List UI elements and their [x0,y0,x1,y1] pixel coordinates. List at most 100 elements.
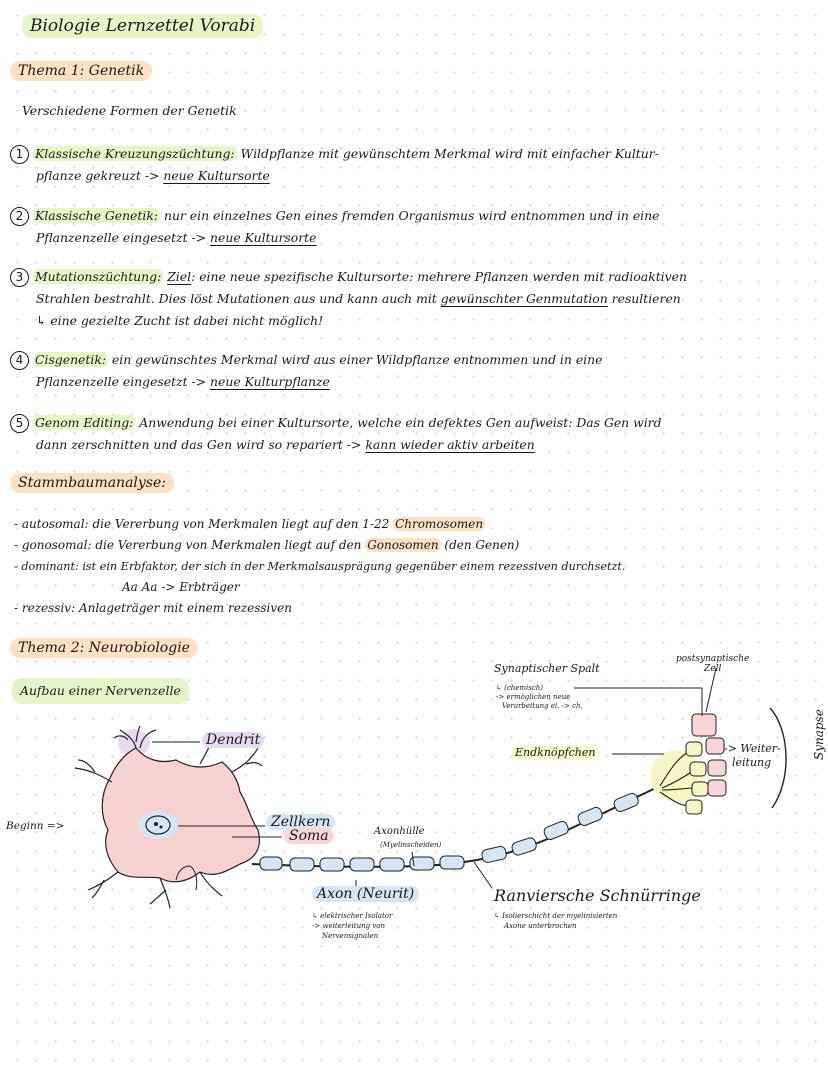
dendrite-branch [199,871,223,897]
item-result: neue Kultursorte [163,168,270,183]
spalt-note-2: -> ermöglichen neue [496,693,571,701]
myelin-segment [481,846,507,863]
axon-note-2: -> weiterleitung von [312,922,385,930]
myelin-segment [289,857,315,872]
item-term: Klassische Kreuzungszüchtung: [33,146,237,161]
label-axonhuelle-note: (Myelinscheiden) [380,841,442,849]
gonosomal-end: (den Genen) [444,538,520,552]
label-axon: Axon (Neurit) [312,886,420,902]
term-dominant: - dominant: [14,560,79,573]
dendrite-branch [231,747,263,773]
item-term: Cisgenetik: [33,352,109,367]
dendrite-branch [113,725,157,749]
item-text: ein gewünschtes Merkmal wird aus einer W… [111,352,603,367]
myelin-segment [409,856,435,871]
item-result: neue Kulturpflanze [210,374,330,389]
dendrite-branch [149,877,171,909]
label-zellkern: Zellkern [266,814,336,830]
zellkern-highlight [138,811,178,839]
weiterleitung-line2: leitung [732,756,772,769]
item-text: Pflanzenzelle eingesetzt -> [36,374,207,389]
term-gonosomal: - gonosomal: [14,538,92,552]
number-badge: 3 [10,268,29,287]
myelin-segment [613,792,639,812]
dominant-text: ist ein Erbfaktor, der sich in der Merkm… [82,560,626,573]
stammbaum-list: - autosomal: die Vererbung von Merkmalen… [14,514,625,619]
myelin-segment [349,857,375,872]
myelin-segment [259,856,283,871]
postsynaptic-cell [707,759,727,777]
dendrite-branch [74,759,113,783]
term-rezessiv: - rezessiv: [14,601,76,615]
neuron-diagram [74,667,787,909]
postsynaptisch-line1: postsynaptische [676,654,750,664]
ranvier-note-1: ↳ Isolierschicht der myelinisierten [494,912,618,920]
myelin-segment [543,820,569,840]
label-endknoepfchen: Endknöpfchen [512,746,599,759]
item-note: ↳ eine gezielte Zucht ist dabei nicht mö… [36,313,324,328]
postsynaptic-cell [707,779,727,797]
soma-body [101,747,261,883]
gonosomal-text: die Vererbung von Merkmalen liegt auf de… [95,538,362,552]
postsynaptisch-line2: Zell [703,664,722,674]
postsynaptic-cell [705,737,725,755]
list-item-1: 1 Klassische Kreuzungszüchtung: Wildpflan… [10,143,810,187]
label-beginn: Beginn => [6,820,65,832]
topic1-heading: Thema 1: Genetik [10,61,153,81]
myelin-segment [511,837,537,856]
mark-gonosomen: Gonosomen [365,538,441,552]
item-term: Klassische Genetik: [33,208,161,223]
topic2-heading: Thema 2: Neurobiologie [10,638,198,658]
number-badge: 2 [10,207,29,226]
label-dendrit: Dendrit [202,732,265,748]
label-soma: Soma [284,828,334,844]
label-spalt: Synaptischer Spalt [494,662,600,675]
page-title: Biologie Lernzettel Vorabi [22,14,264,38]
mark-chromosomen: Chromosomen [393,517,486,531]
number-badge: 4 [10,351,29,370]
stammbaum-heading: Stammbaumanalyse: [10,473,174,493]
item-text: Anwendung bei einer Kultursorte, welche … [139,415,662,430]
rezessiv-text: Anlageträger mit einem rezessiven [78,601,292,615]
myelin-segment [439,855,465,870]
terminal-buttons [685,741,709,815]
item-text: Wildpflanze mit gewünschtem Merkmal wird… [240,146,659,161]
postsynaptic-cells [691,713,727,797]
list-item-2: 2 Klassische Genetik: nur ein einzelnes G… [10,205,810,249]
zellkern-shape [145,815,171,835]
synapse-bracket [769,707,787,809]
dendrite-branch [175,865,198,891]
number-badge: 1 [10,145,29,164]
list-item-4: 4 Cisgenetik: ein gewünschtes Merkmal wir… [10,349,810,393]
item-goal: Ziel [167,269,192,284]
item-term: Mutationszüchtung: [33,269,164,284]
term-autosomal: - autosomal: [14,517,89,531]
weiterleitung-line1: -> Weiter- [724,742,781,755]
list-item-3: 3 Mutationszüchtung: Ziel: eine neue spez… [10,266,810,332]
item-text: nur ein einzelnes Gen eines fremden Orga… [163,208,660,223]
label-postsynaptisch: postsynaptische Zell [676,654,749,674]
autosomal-text: die Vererbung von Merkmalen liegt auf de… [92,517,390,531]
topic2-subheading: Aufbau einer Nervenzelle [12,678,189,704]
endknoepfchen-highlight [650,750,702,802]
terminal-button [685,799,703,815]
axon-note-1: ↳ elektrischer Isolator [312,912,393,920]
postsynaptic-cell [691,713,717,737]
item-text: : eine neue spezifische Kultursorte: meh… [191,269,687,284]
myelin-sheaths [259,792,639,872]
item-text: Pflanzenzelle eingesetzt -> [36,230,207,245]
item-text: dann zerschnitten und das Gen wird so re… [36,437,362,452]
item-text: resultieren [611,291,681,306]
label-ranvier: Ranviersche Schnürringe [494,886,701,905]
terminal-button [685,741,703,757]
item-result: gewünschter Genmutation [440,291,608,306]
label-axonhuelle: Axonhülle [374,826,425,837]
topic1-subheading: Verschiedene Formen der Genetik [22,103,237,118]
axon-note-3: Nervensignalen [322,932,379,940]
myelin-segment [379,857,405,872]
item-result: kann wieder aktiv arbeiten [365,437,535,452]
terminal-button [691,781,709,797]
spalt-note-1: ↳ (chemisch) [496,684,544,692]
myelin-segment [577,806,603,826]
number-badge: 5 [10,414,29,433]
